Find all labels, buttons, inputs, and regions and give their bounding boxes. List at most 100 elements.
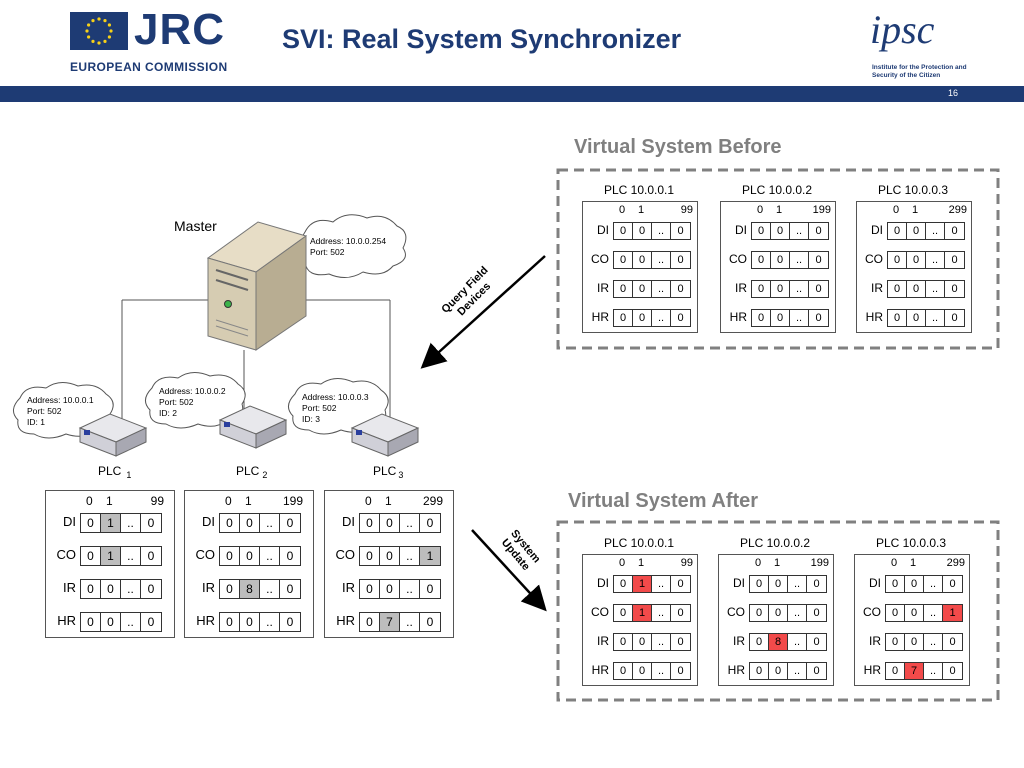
register-cell: 8 <box>769 634 788 650</box>
register-cell: 0 <box>633 663 652 679</box>
col-header-0: 0 <box>893 204 900 216</box>
col-header-last: 299 <box>946 557 965 569</box>
col-header-last: 199 <box>812 204 831 216</box>
col-header-1: 1 <box>774 557 781 569</box>
register-cell: 0 <box>888 310 907 326</box>
register-cell: 0 <box>949 636 956 648</box>
register-cell: 1 <box>633 576 652 592</box>
register-cell: .. <box>926 252 945 268</box>
vb-plc2-name: PLC 10.0.0.2 <box>741 183 813 197</box>
register-cell: 0 <box>677 283 684 295</box>
register-cell: 1 <box>943 605 962 621</box>
register-cell: 0 <box>949 665 956 677</box>
plc1-id: ID: 1 <box>27 417 45 427</box>
register-cell: 0 <box>633 223 652 239</box>
register-cell: 0 <box>240 514 260 532</box>
jrc-subtitle: EUROPEAN COMMISSION <box>70 60 228 74</box>
row-label: DI <box>342 514 355 529</box>
col-header-1: 1 <box>106 494 113 508</box>
register-cell: 0 <box>614 605 633 621</box>
register-cell: 0 <box>750 576 769 592</box>
master-cloud-shape <box>297 214 407 278</box>
register-cell: .. <box>788 605 807 621</box>
register-cell: 0 <box>360 580 380 598</box>
register-cell: .. <box>400 547 420 565</box>
register-cell: 1 <box>420 547 440 565</box>
query-arrow <box>420 255 546 369</box>
register-cell: 0 <box>750 634 769 650</box>
col-header-0: 0 <box>619 204 626 216</box>
register-cell: 0 <box>771 310 790 326</box>
register-cell: .. <box>788 663 807 679</box>
row-label: HR <box>57 613 76 628</box>
plc2-label-sub: 2 <box>262 470 268 481</box>
register-cell: 0 <box>614 310 633 326</box>
row-label: HR <box>863 663 881 677</box>
register-cell: 0 <box>81 580 101 598</box>
slide-title: SVI: Real System Synchronizer <box>282 24 682 54</box>
col-header-1: 1 <box>910 557 917 569</box>
register-cell: 0 <box>905 576 924 592</box>
register-cell: 0 <box>771 252 790 268</box>
row-label: DI <box>202 514 215 529</box>
register-cell: 0 <box>286 549 294 563</box>
register-cell: 0 <box>951 225 958 237</box>
col-header-0: 0 <box>225 494 232 508</box>
register-cell: 0 <box>286 615 294 629</box>
register-cell: .. <box>926 310 945 326</box>
register-cell: .. <box>121 547 141 565</box>
va-plc2-name: PLC 10.0.0.2 <box>739 536 811 550</box>
row-label: IR <box>871 281 883 295</box>
plc1-device-icon <box>78 413 148 457</box>
row-label: CO <box>727 605 745 619</box>
register-cell: 0 <box>220 547 240 565</box>
register-cell: 0 <box>633 252 652 268</box>
register-cell: 0 <box>220 514 240 532</box>
register-cell: 0 <box>101 613 121 631</box>
register-cell: 0 <box>886 605 905 621</box>
plc3-port: Port: 502 <box>302 403 337 413</box>
col-header-0: 0 <box>891 557 898 569</box>
row-label: DI <box>735 223 747 237</box>
ipsc-logo: ipsc <box>870 7 935 52</box>
register-cell: 0 <box>907 223 926 239</box>
row-label: CO <box>865 252 883 266</box>
register-cell: 0 <box>614 223 633 239</box>
register-cell: 0 <box>886 576 905 592</box>
register-cell: 0 <box>286 516 294 530</box>
register-cell: 0 <box>752 252 771 268</box>
row-label: CO <box>56 547 77 562</box>
row-label: CO <box>591 605 609 619</box>
col-header-1: 1 <box>245 494 252 508</box>
va-plc1-name: PLC 10.0.0.1 <box>603 536 675 550</box>
register-cell: .. <box>121 514 141 532</box>
register-cell: 0 <box>380 580 400 598</box>
register-cell: 0 <box>101 580 121 598</box>
register-cell: .. <box>121 613 141 631</box>
register-cell: 0 <box>907 252 926 268</box>
plc2-address: Address: 10.0.0.2 <box>159 386 226 396</box>
col-header-1: 1 <box>638 557 645 569</box>
register-cell: 0 <box>752 281 771 297</box>
register-cell: 0 <box>888 281 907 297</box>
register-cell: 0 <box>426 615 434 629</box>
register-cell: .. <box>260 613 280 631</box>
register-cell: .. <box>924 634 943 650</box>
register-cell: .. <box>652 223 671 239</box>
register-cell: .. <box>652 634 671 650</box>
register-cell: 0 <box>750 605 769 621</box>
